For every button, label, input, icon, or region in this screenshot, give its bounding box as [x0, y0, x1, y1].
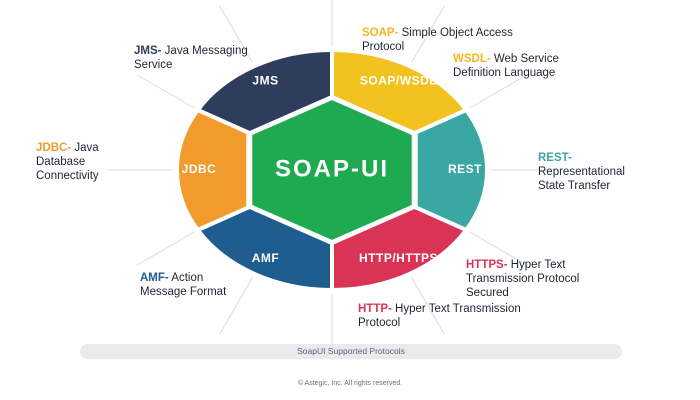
decorative-rays: [107, 0, 557, 360]
annotation-jdbc: JDBC- Java Database Connectivity: [36, 141, 99, 183]
decorative-ray: [136, 74, 195, 109]
copyright-notice: © Astegic, Inc. All rights reserved.: [297, 380, 403, 387]
decorative-ray: [469, 74, 528, 109]
annotation-text-amf-2: Message Format: [140, 286, 227, 298]
segment-label-jdbc: JDBC: [182, 162, 217, 176]
annotation-rest: REST- Representational State Transfer: [538, 151, 625, 193]
annotation-key-jdbc: JDBC-: [36, 142, 72, 154]
decorative-ray: [411, 277, 445, 335]
annotation-key-https: HTTPS-: [466, 259, 508, 271]
annotation-text-soap-1: Simple Object Access: [398, 27, 513, 39]
decorative-ray: [219, 5, 253, 63]
annotation-https: HTTPS- Hyper Text Transmission Protocol …: [466, 258, 579, 300]
segment-label-rest: REST: [448, 162, 482, 176]
segment-label-http-https: HTTP/HTTPS: [359, 251, 438, 265]
annotation-text-http-1: Hyper Text Transmission: [391, 303, 521, 315]
annotation-text-http-2: Protocol: [358, 317, 401, 329]
annotation-key-jms: JMS-: [134, 45, 162, 57]
annotation-key-soap: SOAP-: [362, 27, 399, 39]
diagram-caption: SoapUI Supported Protocols: [80, 344, 622, 359]
hub-hexagon: [252, 100, 412, 240]
annotation-text-soap-2: Protocol: [362, 41, 405, 53]
annotation-wsdl: WSDL- Web Service Definition Language: [453, 52, 559, 80]
annotation-http: HTTP- Hyper Text Transmission Protocol: [358, 302, 521, 330]
annotation-amf: AMF- Action Message Format: [140, 271, 226, 299]
annotation-text-jdbc-3: Connectivity: [36, 170, 99, 182]
annotation-text-https-2: Transmission Protocol: [466, 273, 580, 285]
hub-label: SOAP-UI: [275, 155, 389, 182]
decorative-ray: [469, 231, 528, 266]
segment-label-jms: JMS: [252, 73, 278, 87]
annotation-key-amf: AMF-: [140, 272, 169, 284]
annotation-text-wsdl-1: Web Service: [490, 53, 559, 65]
annotation-key-http: HTTP-: [358, 303, 392, 315]
decorative-ray: [219, 277, 253, 335]
annotation-text-rest-2: State Transfer: [538, 180, 611, 192]
annotation-text-wsdl-2: Definition Language: [453, 67, 556, 79]
segment-label-amf: AMF: [252, 251, 280, 265]
annotation-text-https-1: Hyper Text: [507, 259, 566, 271]
annotation-key-rest: REST-: [538, 152, 572, 164]
annotation-text-rest-1: Representational: [538, 166, 625, 178]
decorative-ray: [411, 5, 445, 63]
annotation-text-jdbc-1: Java: [71, 142, 99, 154]
annotation-jms: JMS- Java Messaging Service: [134, 44, 248, 72]
annotation-text-jdbc-2: Database: [36, 156, 86, 168]
segment-label-soap-wsdl: SOAP/WSDL: [360, 73, 437, 87]
annotation-text-jms-2: Service: [134, 59, 173, 71]
annotation-text-jms-1: Java Messaging: [161, 45, 248, 57]
annotation-text-https-3: Secured: [466, 287, 509, 299]
annotation-key-wsdl: WSDL-: [453, 53, 491, 65]
decorative-ray: [136, 231, 195, 266]
annotation-soap: SOAP- Simple Object Access Protocol: [362, 26, 513, 54]
annotation-text-amf-1: Action: [168, 272, 204, 284]
